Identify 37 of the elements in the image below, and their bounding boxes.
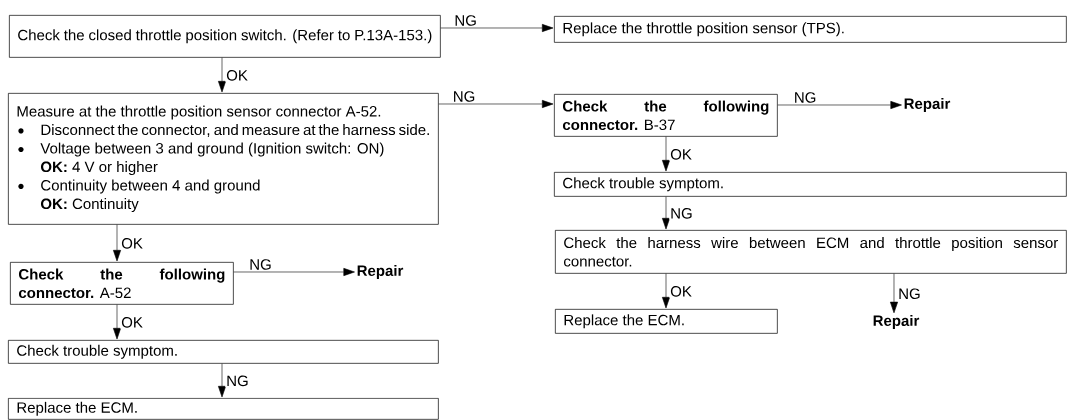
arrow [662,196,670,230]
edge-label: NG [248,258,273,271]
arrow [218,363,226,398]
arrow [662,273,670,309]
result-text: Repair [357,265,404,279]
edge-label: OK [120,316,144,329]
process-box: Check the harness wire between ECM and throttle position sensor connector. [555,230,1067,274]
process-box: Replace the throttle position sensor (TPS). [554,16,1067,43]
process-box: Check the following connector. A-52 [10,262,234,305]
process-box: Replace the ECM. [8,398,439,420]
edge-label: NG [792,91,818,104]
arrow [113,224,121,262]
arrow [440,24,554,32]
arrow [218,57,226,93]
process-box: Check trouble symptom. [554,172,1067,197]
edge-label: OK [669,285,693,298]
edge-label: NG [225,374,250,388]
arrow [113,304,121,340]
arrow [890,273,898,314]
process-box: Measure at the throttle position sensor connector A-52. Disconnect the connector, and measure at the harness side. Voltage between 3 and ground (Ignition switch: ON) OK: 4 V or higher Continuity between 4 and ground OK: Continuity [8,93,439,225]
process-box: Check trouble symptom. [8,340,439,364]
edge-label: NG [453,14,478,27]
arrow [438,100,554,108]
arrow [662,136,670,172]
result-text: Repair [904,98,951,112]
edge-label: NG [897,287,922,301]
edge-label: OK [225,69,249,82]
result-text: Repair [873,315,920,329]
process-box: Check the closed throttle position switch. (Refer to P.13A-153.) [9,15,441,58]
process-box: Check the following connector. B-37 [554,94,778,137]
edge-label: NG [451,90,477,103]
arrow [233,268,355,276]
process-box: Replace the ECM. [555,309,778,334]
arrow [777,101,902,109]
edge-label: NG [669,207,694,220]
edge-label: OK [669,148,693,161]
edge-label: OK [120,237,144,250]
